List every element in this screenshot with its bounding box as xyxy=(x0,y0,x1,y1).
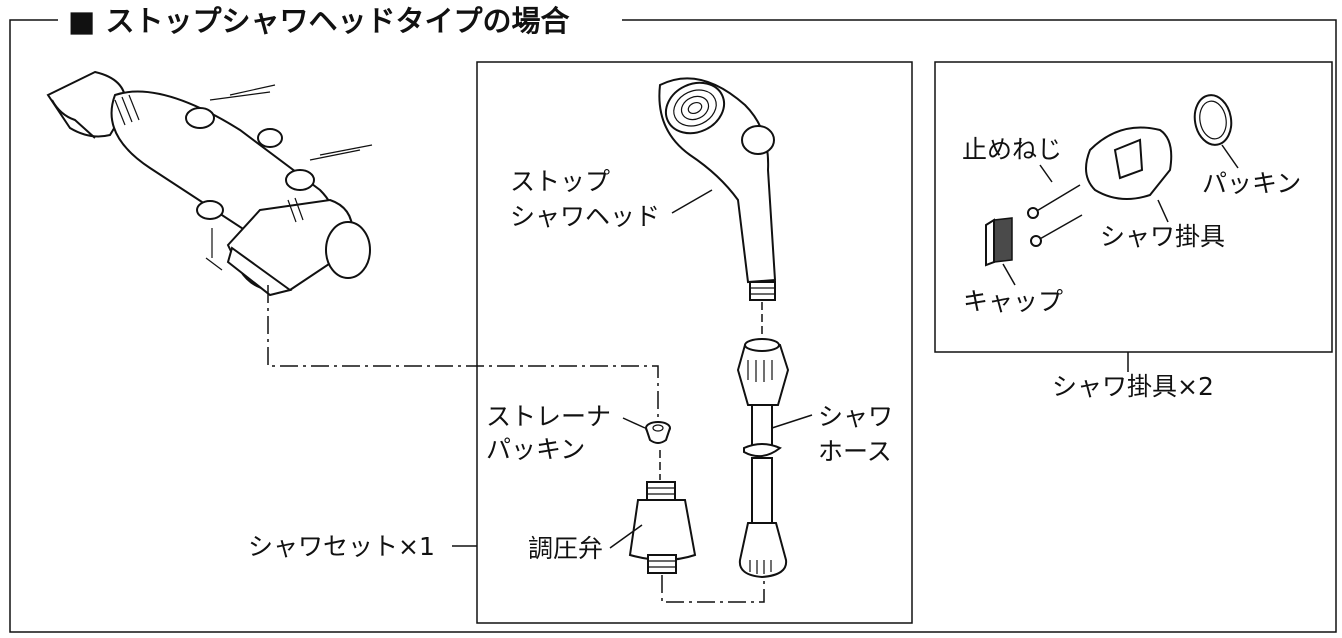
label-packing: パッキン xyxy=(1202,169,1301,198)
packing-ring-icon xyxy=(1193,94,1233,146)
label-strainer-packing-2: パッキン xyxy=(486,435,585,464)
label-shower-hose-2: ホース xyxy=(818,437,892,466)
label-stop-shower-head-2: シャワヘッド xyxy=(510,202,660,231)
label-set-screw: 止めねじ xyxy=(962,135,1062,164)
label-shower-set: シャワセット×1 xyxy=(248,532,435,561)
shower-hose-leader xyxy=(771,414,813,429)
screw-icon xyxy=(1027,184,1083,247)
page-title: ■ ストップシャワヘッドタイプの場合 xyxy=(68,4,570,38)
set-screw-leader xyxy=(1039,164,1053,183)
shower-head-icon xyxy=(658,77,777,301)
stop-shower-head-leader xyxy=(671,189,713,214)
cap-icon xyxy=(985,217,1013,267)
shower-set-box xyxy=(476,61,913,624)
label-stop-shower-head-1: ストップ xyxy=(510,167,610,196)
pressure-valve-leader xyxy=(609,524,643,549)
label-pressure-valve: 調圧弁 xyxy=(528,534,603,563)
label-shower-holder-set: シャワ掛具×2 xyxy=(1052,372,1214,401)
connection-line xyxy=(267,285,659,418)
shower-hose-icon xyxy=(736,338,790,579)
shower-holder-icon xyxy=(1085,126,1173,200)
label-shower-hose-1: シャワ xyxy=(818,402,893,431)
shower-holder-box xyxy=(934,61,1333,353)
cap-leader xyxy=(1002,263,1016,286)
strainer-packing-icon xyxy=(645,421,671,444)
faucet-mixer-icon xyxy=(46,70,373,297)
outer-frame xyxy=(9,19,1337,633)
strainer-packing-leader xyxy=(622,417,646,429)
label-strainer-packing-1: ストレーナ xyxy=(486,402,611,431)
packing-leader xyxy=(1221,144,1239,169)
pressure-valve-icon xyxy=(628,481,697,574)
label-shower-holder: シャワ掛具 xyxy=(1100,222,1225,251)
shower-holder-leader xyxy=(1157,199,1169,223)
label-cap: キャップ xyxy=(963,287,1063,316)
